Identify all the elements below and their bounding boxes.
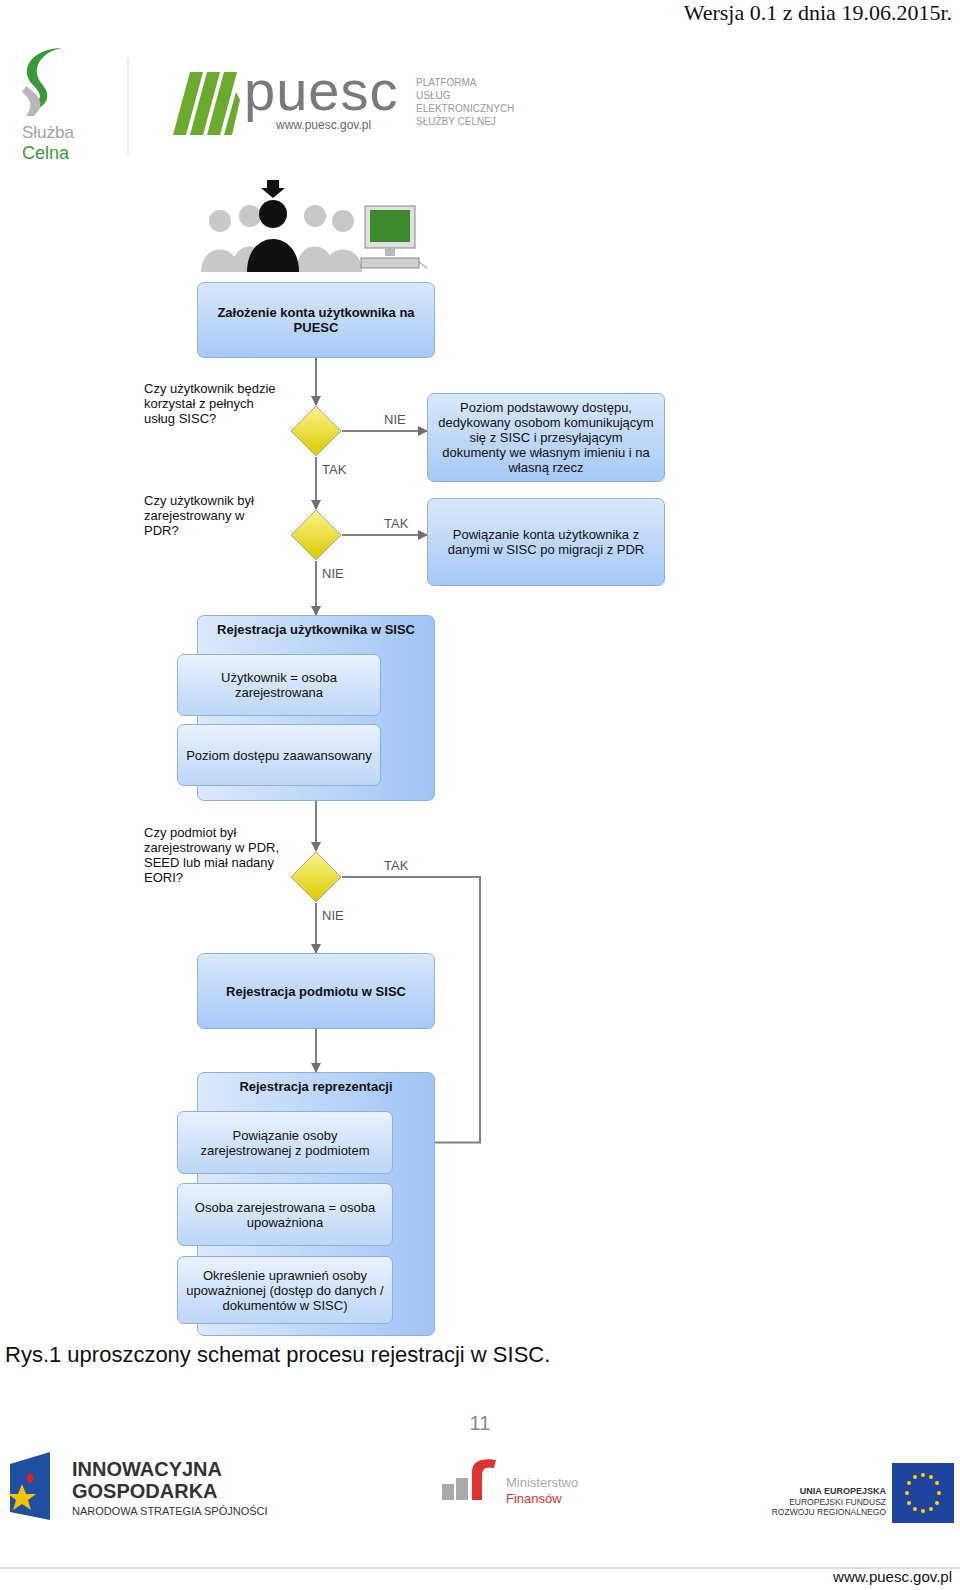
process-box: Poziom podstawowy dostępu, dedykowany os… bbox=[427, 393, 665, 482]
process-box: Określenie uprawnień osoby upoważnionej … bbox=[177, 1256, 393, 1324]
diamond-shape bbox=[290, 405, 342, 457]
connector bbox=[315, 1029, 317, 1072]
page-label: UNIA EUROPEJSKA bbox=[800, 1486, 886, 1496]
box-text: Określenie uprawnień osoby upoważnionej … bbox=[186, 1268, 384, 1313]
process-box: Założenie konta użytkownika na PUESC bbox=[197, 282, 435, 358]
page-label: Wersja 0.1 z dnia 19.06.2015r. bbox=[684, 0, 952, 26]
process-box: Rejestracja podmiotu w SISC bbox=[197, 953, 435, 1029]
users-illustration bbox=[195, 176, 445, 276]
group-title: Rejestracja użytkownika w SISC bbox=[198, 616, 434, 637]
box-text: Poziom dostępu zaawansowany bbox=[186, 748, 372, 763]
edge-label: NIE bbox=[320, 909, 346, 923]
header-logos bbox=[0, 0, 960, 200]
edge-label: TAK bbox=[382, 859, 410, 873]
connector bbox=[342, 430, 427, 432]
edge-label: NIE bbox=[320, 567, 346, 581]
process-box: Poziom dostępu zaawansowany bbox=[177, 724, 381, 786]
box-text: Powiązanie osoby zarejestrowanej z podmi… bbox=[186, 1128, 384, 1158]
connector bbox=[342, 534, 427, 536]
box-text: Rejestracja podmiotu w SISC bbox=[226, 984, 406, 999]
page-label: www.puesc.gov.pl bbox=[833, 1568, 952, 1585]
page-label: 11 bbox=[470, 1412, 491, 1435]
connector bbox=[315, 801, 317, 851]
decision-diamond: Czy użytkownik będzie korzystał z pełnyc… bbox=[290, 405, 342, 457]
question-text: Czy podmiot był zarejestrowany w PDR, SE… bbox=[144, 825, 280, 885]
diamond-shape bbox=[290, 509, 342, 561]
connector bbox=[315, 903, 317, 953]
question-text: Czy użytkownik będzie korzystał z pełnyc… bbox=[144, 381, 284, 426]
page-label: PLATFORMA USŁUG ELEKTRONICZNYCH SŁUŻBY C… bbox=[416, 76, 512, 128]
figure-caption: Rys.1 uproszczony schemat procesu rejest… bbox=[5, 1342, 550, 1368]
process-box: Powiązanie osoby zarejestrowanej z podmi… bbox=[177, 1111, 393, 1174]
process-box: Powiązanie konta użytkownika z danymi w … bbox=[427, 498, 665, 586]
page-label: Ministerstwo bbox=[506, 1475, 578, 1490]
diamond-shape bbox=[290, 851, 342, 903]
connector bbox=[315, 561, 317, 615]
page-label: puesc bbox=[244, 58, 398, 123]
page-label: GOSPODARKA bbox=[72, 1480, 218, 1503]
group-title: Rejestracja reprezentacji bbox=[198, 1073, 434, 1094]
question-text: Czy użytkownik był zarejestrowany w PDR? bbox=[144, 493, 276, 538]
connector bbox=[315, 358, 317, 405]
box-text: Osoba zarejestrowana = osoba upoważniona bbox=[186, 1200, 384, 1230]
box-text: Powiązanie konta użytkownika z danymi w … bbox=[436, 527, 656, 557]
page-label: www.puesc.gov.pl bbox=[276, 118, 371, 132]
page-label: INNOWACYJNA bbox=[72, 1458, 222, 1481]
edge-label: TAK bbox=[382, 517, 410, 531]
page-label: NARODOWA STRATEGIA SPÓJNOŚCI bbox=[72, 1505, 268, 1517]
page-label: Celna bbox=[22, 143, 69, 164]
decision-diamond: Czy użytkownik był zarejestrowany w PDR? bbox=[290, 509, 342, 561]
group-box: Rejestracja użytkownika w SISCUżytkownik… bbox=[197, 615, 435, 801]
box-text: Poziom podstawowy dostępu, dedykowany os… bbox=[436, 400, 656, 475]
page-label: Finansów bbox=[506, 1491, 562, 1506]
page-label: EUROPEJSKI FUNDUSZ ROZWOJU REGIONALNEGO bbox=[766, 1497, 886, 1517]
edge-label: TAK bbox=[320, 463, 348, 477]
connector bbox=[315, 457, 317, 509]
page-label: Służba bbox=[22, 123, 74, 143]
group-box: Rejestracja reprezentacjiPowiązanie osob… bbox=[197, 1072, 435, 1336]
box-text: Założenie konta użytkownika na PUESC bbox=[206, 305, 426, 335]
process-box: Użytkownik = osoba zarejestrowana bbox=[177, 654, 381, 716]
decision-diamond: Czy podmiot był zarejestrowany w PDR, SE… bbox=[290, 851, 342, 903]
edge-label: NIE bbox=[382, 413, 408, 427]
process-box: Osoba zarejestrowana = osoba upoważniona bbox=[177, 1183, 393, 1246]
box-text: Użytkownik = osoba zarejestrowana bbox=[186, 670, 372, 700]
